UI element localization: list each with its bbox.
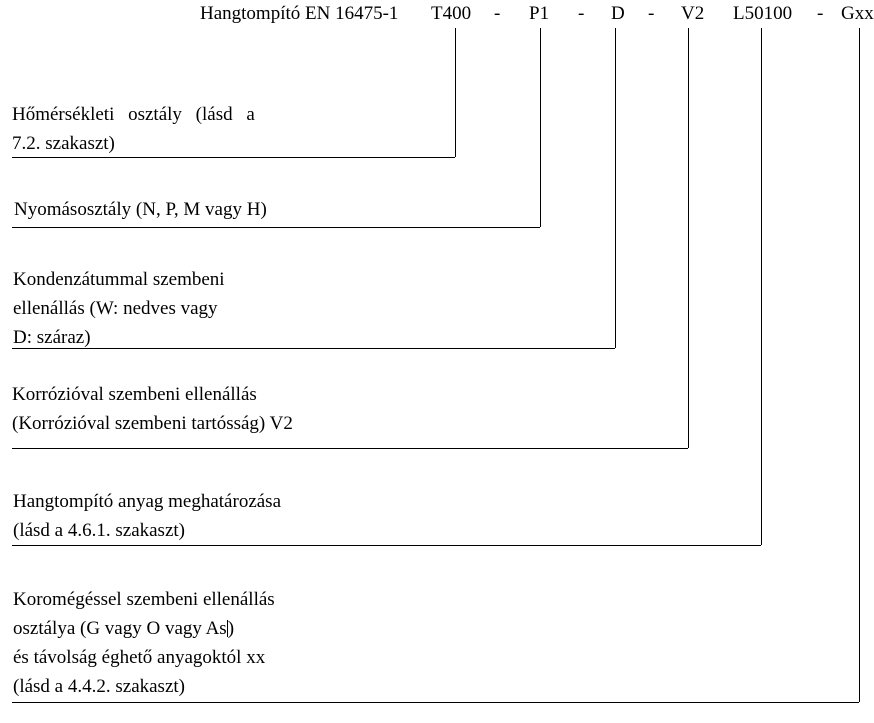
- label-condensate-resistance: Kondenzátummal szembeni ellenállás (W: ne…: [13, 265, 225, 352]
- leader-condensate-resistance-vertical: [615, 28, 616, 348]
- leader-soot-fire-resistance-vertical: [859, 28, 860, 702]
- label-temperature-class: Hőmérsékleti osztály (lásd a 7.2. szakasz…: [12, 100, 255, 158]
- designation-code-line: Hangtompító EN 16475-1 T400 - P1 - D - V2 L50100…: [0, 2, 874, 26]
- separator-1: -: [494, 3, 501, 24]
- label-condensate-resistance-line-1: Kondenzátummal szembeni: [13, 269, 225, 290]
- label-soot-fire-resistance-line-2: osztálya (G vagy O vagy As): [13, 618, 235, 639]
- pressure-class-code: P1: [529, 3, 550, 24]
- label-pressure-class-line-1: Nyomásosztály (N, P, M vagy H): [14, 199, 267, 220]
- label-soot-fire-resistance-line-1: Koromégéssel szembeni ellenállás: [13, 589, 275, 610]
- leader-corrosion-resistance-vertical: [688, 28, 689, 448]
- leader-temperature-class-rule: [12, 157, 455, 158]
- label-temperature-class-line-1: Hőmérsékleti osztály (lásd a: [12, 104, 255, 125]
- label-soot-fire-resistance-line-3: és távolság éghető anyagoktól xx: [13, 647, 266, 668]
- material-specification-code: L50100: [733, 3, 793, 24]
- temperature-class-code: T400: [431, 3, 472, 24]
- leader-material-specification-rule: [12, 545, 761, 546]
- condensate-resistance-code: D: [611, 3, 625, 24]
- leader-corrosion-resistance-rule: [12, 448, 688, 449]
- label-corrosion-resistance-line-2: (Korrózióval szembeni tartósság) V2: [12, 413, 293, 434]
- leader-pressure-class-rule: [12, 227, 540, 228]
- separator-4: -: [817, 3, 824, 24]
- leader-material-specification-vertical: [761, 28, 762, 545]
- leader-pressure-class-vertical: [540, 28, 541, 227]
- label-temperature-class-line-2: 7.2. szakaszt): [12, 133, 115, 154]
- label-condensate-resistance-line-2: ellenállás (W: nedves vagy: [13, 298, 218, 319]
- label-soot-fire-resistance-line-2-tail: ): [227, 618, 235, 639]
- label-material-specification-line-1: Hangtompító anyag meghatározása: [13, 491, 282, 512]
- corrosion-resistance-code: V2: [681, 3, 705, 24]
- label-material-specification-line-2: (lásd a 4.6.1. szakaszt): [13, 520, 185, 541]
- label-material-specification: Hangtompító anyag meghatározása (lásd a 4…: [13, 487, 281, 545]
- product-standard: Hangtompító EN 16475-1: [200, 3, 399, 24]
- leader-condensate-resistance-rule: [12, 348, 615, 349]
- label-soot-fire-resistance-line-4: (lásd a 4.4.2. szakaszt): [13, 676, 185, 697]
- text-cursor-caret: [226, 620, 228, 637]
- label-condensate-resistance-line-3: D: száraz): [13, 327, 91, 348]
- label-soot-fire-resistance: Koromégéssel szembeni ellenállás osztálya…: [13, 585, 275, 701]
- label-corrosion-resistance: Korrózióval szembeni ellenállás (Korrózió…: [12, 380, 293, 438]
- separator-2: -: [578, 3, 585, 24]
- separator-3: -: [648, 3, 655, 24]
- soot-fire-resistance-code: Gxx: [841, 3, 874, 24]
- leader-soot-fire-resistance-rule: [12, 702, 859, 703]
- label-corrosion-resistance-line-1: Korrózióval szembeni ellenállás: [12, 384, 257, 405]
- label-pressure-class: Nyomásosztály (N, P, M vagy H): [14, 195, 267, 224]
- leader-temperature-class-vertical: [455, 28, 456, 157]
